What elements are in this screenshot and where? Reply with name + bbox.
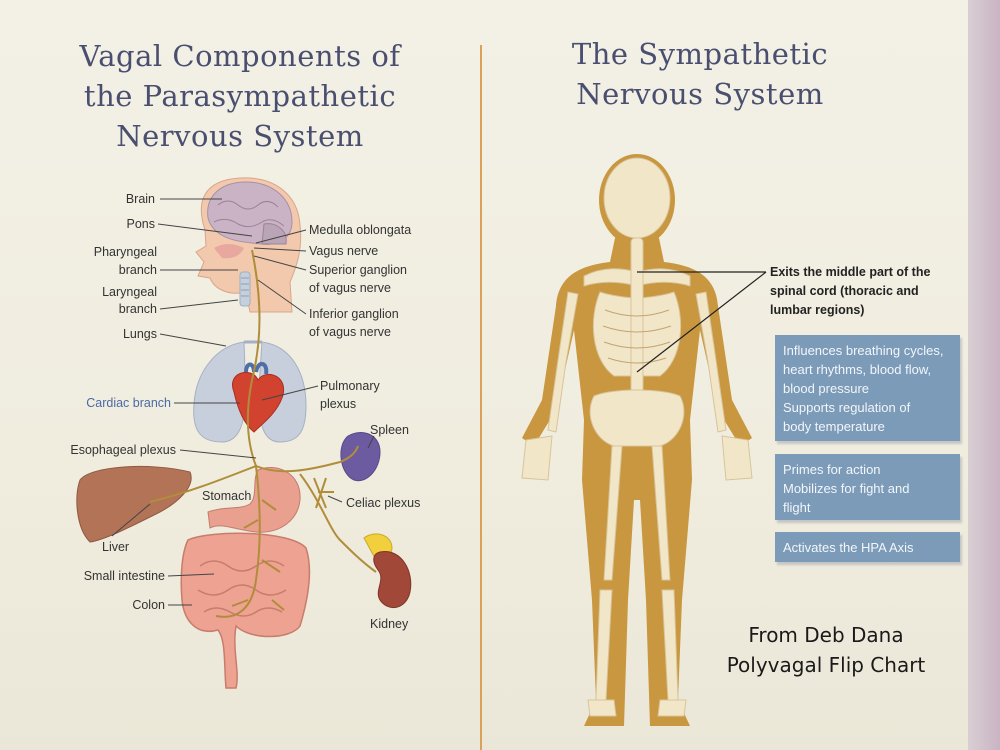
- label-celiac-plexus: Celiac plexus: [346, 496, 420, 510]
- label-vagus-nerve: Vagus nerve: [309, 244, 378, 258]
- label-inferior-ganglion-2: of vagus nerve: [309, 325, 391, 339]
- right-title-line: The Sympathetic: [571, 37, 829, 71]
- label-liver: Liver: [102, 540, 129, 554]
- box-line: heart rhythms, blood flow,: [783, 362, 932, 377]
- box-line: flight: [783, 500, 811, 515]
- label-small-intestine: Small intestine: [84, 569, 165, 583]
- label-pons: Pons: [127, 217, 156, 231]
- label-pulmonary: Pulmonary: [320, 379, 380, 393]
- label-laryngeal-branch: branch: [119, 302, 157, 316]
- left-title-line: Vagal Components of: [79, 39, 401, 73]
- kidney-illustration: [363, 533, 412, 608]
- label-brain: Brain: [126, 192, 155, 206]
- right-title-line: Nervous System: [576, 77, 824, 111]
- label-spleen: Spleen: [370, 423, 409, 437]
- right-panel-title: The Sympathetic Nervous System: [520, 34, 880, 114]
- info-box-hpa: Activates the HPA Axis: [775, 532, 960, 562]
- label-kidney: Kidney: [370, 617, 409, 631]
- panel-divider: [480, 45, 482, 750]
- box-line: Supports regulation of: [783, 400, 911, 415]
- box-line: Activates the HPA Axis: [783, 540, 914, 555]
- box-line: body temperature: [783, 419, 885, 434]
- label-stomach: Stomach: [202, 489, 251, 503]
- liver-illustration: [76, 465, 192, 543]
- callout-line: lumbar regions): [770, 303, 864, 317]
- box-line: Mobilizes for fight and: [783, 481, 910, 496]
- parasympathetic-diagram: Brain Pons Pharyngeal branch Laryngeal b…: [70, 177, 420, 689]
- box-line: Primes for action: [783, 462, 881, 477]
- label-superior-ganglion-2: of vagus nerve: [309, 281, 391, 295]
- credit-line: Polyvagal Flip Chart: [726, 653, 926, 677]
- box-line: Influences breathing cycles,: [783, 343, 944, 358]
- rib-lines: [602, 309, 672, 364]
- credit-line: From Deb Dana: [748, 623, 904, 647]
- info-box-breathing: Influences breathing cycles, heart rhyth…: [775, 335, 960, 441]
- info-box-action: Primes for action Mobilizes for fight an…: [775, 454, 960, 520]
- leader-lines: [111, 198, 375, 606]
- vagus-nerve-paths: [149, 249, 377, 618]
- stomach-illustration: [207, 467, 301, 533]
- label-esophageal-plexus: Esophageal plexus: [70, 443, 176, 457]
- label-cardiac-branch: Cardiac branch: [86, 396, 171, 410]
- label-laryngeal: Laryngeal: [102, 285, 157, 299]
- head-illustration: [195, 177, 302, 313]
- label-inferior-ganglion: Inferior ganglion: [309, 307, 399, 321]
- box-line: blood pressure: [783, 381, 869, 396]
- callout-line: spinal cord (thoracic and: [770, 284, 919, 298]
- label-lungs: Lungs: [123, 327, 157, 341]
- background-edge: [968, 0, 1000, 750]
- callout-line: Exits the middle part of the: [770, 265, 930, 279]
- label-pharyngeal: Pharyngeal: [94, 245, 157, 259]
- intestines-illustration: [180, 532, 311, 689]
- left-panel-title: Vagal Components of the Parasympathetic …: [40, 36, 440, 156]
- left-title-line: the Parasympathetic: [83, 79, 397, 113]
- label-pharyngeal-branch: branch: [119, 263, 157, 277]
- label-colon: Colon: [132, 598, 165, 612]
- left-title-line: Nervous System: [116, 119, 364, 153]
- label-pulmonary-plexus: plexus: [320, 397, 356, 411]
- label-medulla: Medulla oblongata: [309, 223, 411, 237]
- label-superior-ganglion: Superior ganglion: [309, 263, 407, 277]
- credit-caption: From Deb Dana Polyvagal Flip Chart: [706, 620, 946, 680]
- callout-lines: [636, 271, 767, 373]
